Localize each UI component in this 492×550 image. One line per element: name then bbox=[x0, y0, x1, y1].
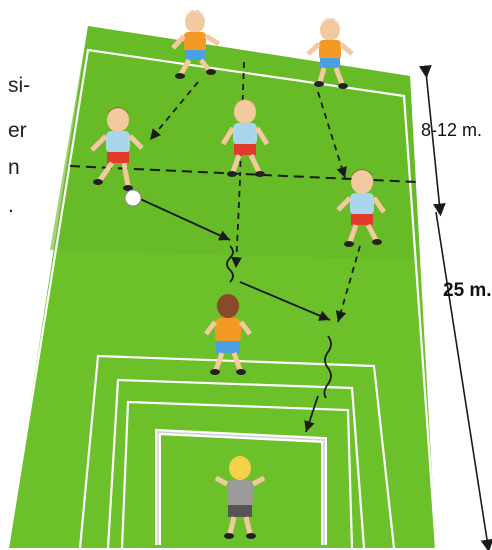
side-text-fragment-4: . bbox=[8, 194, 14, 218]
dimension-markers bbox=[426, 72, 488, 546]
dimension-label-field-length: 25 m. bbox=[443, 280, 492, 302]
dimension-arrow-short bbox=[426, 72, 440, 210]
dimension-label-short-zone: 8-12 m. bbox=[421, 120, 482, 141]
ball bbox=[125, 190, 141, 206]
side-text-fragment-3: n bbox=[8, 156, 20, 180]
dimension-arrow-long bbox=[436, 212, 488, 546]
side-text-fragment-1: si- bbox=[8, 74, 30, 98]
side-text-fragment-2: er bbox=[8, 119, 27, 143]
